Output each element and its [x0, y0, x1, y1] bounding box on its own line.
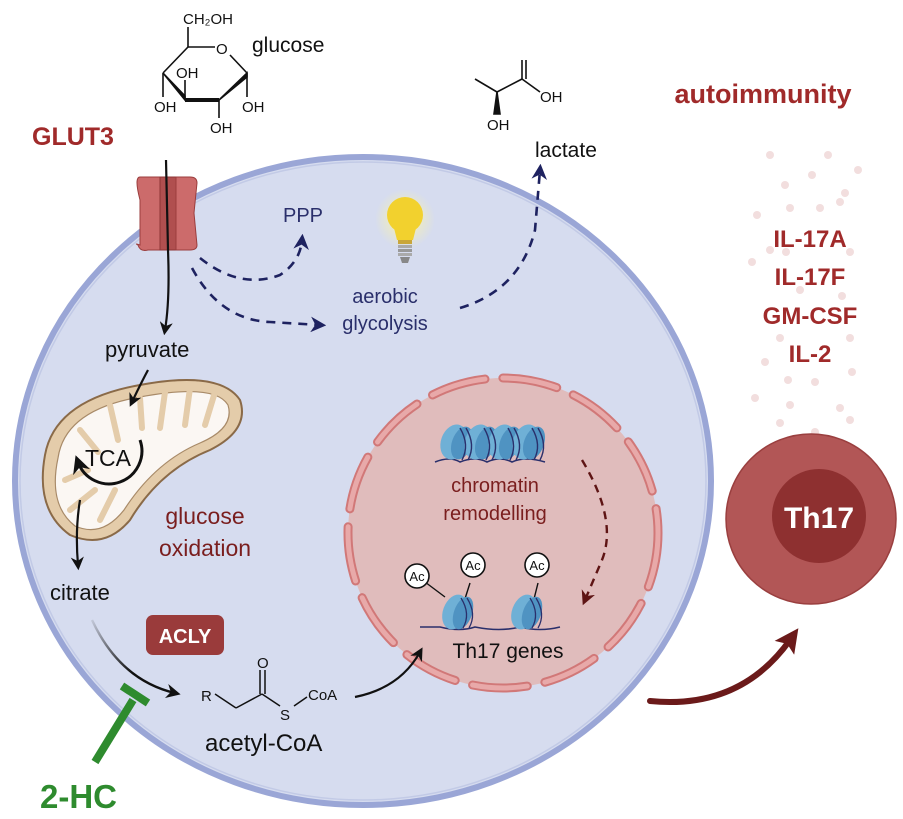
lightbulb-icon: [375, 189, 435, 263]
cytokine-particle: [766, 246, 774, 254]
cytokine-particle: [838, 292, 846, 300]
tca-to-citrate-arrow: [70, 499, 84, 571]
cytokine-particle: [761, 358, 769, 366]
cytokine-particle: [766, 151, 774, 159]
cytokine-particle: [824, 151, 832, 159]
cytokine-particle: [781, 181, 789, 189]
pyruvate-label: pyruvate: [105, 337, 189, 362]
glucose-oh-label: OH: [210, 120, 233, 137]
cytokine-particle: [748, 258, 756, 266]
cytokine-particle: [786, 401, 794, 409]
acetyl-coa-label: acetyl-CoA: [205, 730, 322, 757]
acetyl-mark-label: Ac: [529, 558, 545, 573]
cytokine-particle: [751, 394, 759, 402]
ppp-arrow: [199, 233, 309, 282]
nucleus: [343, 373, 663, 693]
acetyl-coa-oxygen: O: [257, 655, 269, 672]
acly-label: ACLY: [159, 626, 212, 648]
cytokine-particle: [796, 286, 804, 294]
cytokine-particle: [836, 198, 844, 206]
cytokine-particle: [784, 376, 792, 384]
cytokine-particle: [836, 404, 844, 412]
citrate-label: citrate: [50, 580, 110, 605]
cytokine-particle: [854, 166, 862, 174]
chromatin-remodelling-label-line1: chromatin: [451, 475, 539, 497]
cytokine-particle: [816, 204, 824, 212]
aerobic-glycolysis-label-line2: glycolysis: [342, 313, 428, 335]
glucose-oh-label: OH: [154, 99, 177, 116]
cytokine-particle: [846, 416, 854, 424]
lactate-oh-label: OH: [540, 89, 563, 106]
glucose-structure: [162, 27, 248, 118]
cytokine-label: IL-2: [789, 341, 832, 368]
glucose-label: glucose: [252, 34, 324, 57]
autoimmunity-label: autoimmunity: [674, 79, 851, 109]
glucose-oh-label: OH: [242, 99, 265, 116]
inhibitor-2hc: [91, 682, 151, 765]
differentiation-arrow: [647, 628, 799, 705]
aerobic-glycolysis-label-line1: aerobic: [352, 286, 418, 308]
tca-label: TCA: [85, 445, 132, 471]
lactate-oh-label: OH: [487, 117, 510, 134]
mitochondrion: [41, 379, 243, 541]
cytokine-label: IL-17F: [775, 264, 846, 291]
acetyl-coa-r-group: R: [201, 688, 212, 705]
cytokine-particle: [776, 419, 784, 427]
acetyl-coa-structure: [214, 670, 308, 709]
th17-cell: Th17: [725, 433, 897, 605]
acetyl-mark-label: Ac: [465, 558, 481, 573]
cytokine-particle: [846, 248, 854, 256]
cytokine-particle: [811, 378, 819, 386]
cytokine-particle: [782, 248, 790, 256]
2hc-label: 2-HC: [40, 778, 117, 815]
acetyl-coa-coa-group: CoA: [308, 687, 337, 704]
th17-cell-label: Th17: [784, 502, 854, 535]
cytokine-particles: [748, 151, 862, 436]
lactate-structure: [474, 60, 541, 115]
acetyl-mark: Ac: [524, 552, 550, 578]
cytokine-particle: [808, 171, 816, 179]
citrate-to-acetylcoa-arrow: [90, 619, 181, 699]
acetyl-mark: Ac: [404, 563, 430, 589]
cytokine-particle: [841, 189, 849, 197]
cytokine-particle: [846, 334, 854, 342]
acetylcoa-to-genes-arrow: [354, 647, 423, 699]
cytokine-label: GM-CSF: [763, 303, 858, 330]
glucose-ring-oxygen: O: [216, 41, 228, 58]
ppp-label: PPP: [283, 205, 323, 227]
cytokine-particle: [848, 368, 856, 376]
cytokine-particle: [753, 211, 761, 219]
compact-chromatin: [434, 424, 546, 463]
th17-genes-label: Th17 genes: [453, 640, 564, 663]
cytokine-particle: [786, 204, 794, 212]
tca-cycle-arrow: [73, 439, 144, 486]
glucose-oxidation-label-line2: oxidation: [159, 535, 251, 561]
acetylated-chromatin: [420, 581, 561, 631]
glucose-oxidation-label-line1: glucose: [165, 503, 244, 529]
acetyl-mark: Ac: [460, 552, 486, 578]
glucose-oh-label: OH: [176, 65, 199, 82]
lactate-label: lactate: [535, 139, 597, 162]
acetyl-coa-sulfur: S: [280, 707, 290, 724]
cytokine-particle: [776, 334, 784, 342]
acly-enzyme-badge: ACLY: [146, 615, 224, 655]
glut3-label: GLUT3: [32, 123, 114, 151]
remodelling-arrow: [580, 459, 609, 606]
cytokine-label: IL-17A: [773, 226, 846, 253]
glucose-ch2oh-label: CH₂OH: [183, 11, 233, 28]
acetyl-mark-label: Ac: [409, 569, 425, 584]
glycolysis-arrow: [190, 267, 327, 333]
pyruvate-to-tca-arrow: [129, 369, 149, 407]
glucose-uptake-arrow: [159, 159, 173, 336]
chromatin-remodelling-label-line2: remodelling: [443, 503, 546, 525]
